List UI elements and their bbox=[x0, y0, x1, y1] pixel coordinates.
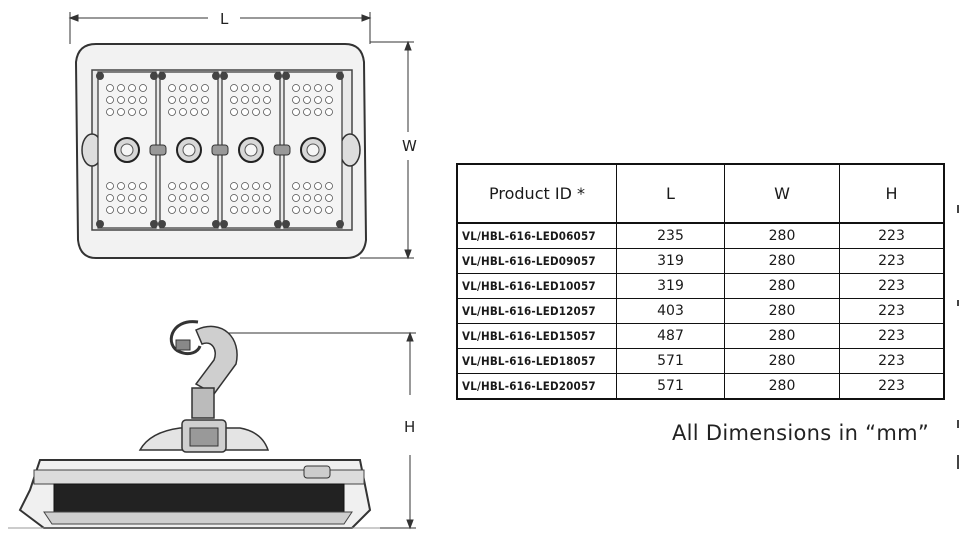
cell-w: 280 bbox=[724, 298, 840, 324]
dimension-table: Product ID * L W H VL/HBL-616-LED06057 2… bbox=[456, 163, 945, 400]
cell-w: 280 bbox=[724, 273, 840, 299]
table-row: VL/HBL-616-LED10057 319 280 223 bbox=[456, 273, 945, 299]
cell-h: 223 bbox=[839, 222, 945, 249]
cell-product-id: VL/HBL-616-LED06057 bbox=[456, 222, 617, 249]
cell-l: 235 bbox=[616, 222, 725, 249]
cell-l: 571 bbox=[616, 348, 725, 374]
cell-product-id: VL/HBL-616-LED12057 bbox=[456, 298, 617, 324]
length-dimension bbox=[68, 12, 372, 44]
cell-w: 280 bbox=[724, 248, 840, 274]
cell-w: 280 bbox=[724, 222, 840, 249]
units-note: All Dimensions in “mm” bbox=[672, 421, 930, 445]
table-row: VL/HBL-616-LED20057 571 280 223 bbox=[456, 373, 945, 400]
cell-product-id: VL/HBL-616-LED09057 bbox=[456, 248, 617, 274]
width-dimension bbox=[360, 40, 414, 260]
cell-l: 487 bbox=[616, 323, 725, 349]
cell-l: 319 bbox=[616, 248, 725, 274]
cell-w: 280 bbox=[724, 323, 840, 349]
cell-h: 223 bbox=[839, 373, 945, 400]
cell-l: 319 bbox=[616, 273, 725, 299]
table-row: VL/HBL-616-LED12057 403 280 223 bbox=[456, 298, 945, 324]
header-w: W bbox=[724, 163, 840, 224]
table-row: VL/HBL-616-LED15057 487 280 223 bbox=[456, 323, 945, 349]
table-row: VL/HBL-616-LED06057 235 280 223 bbox=[456, 222, 945, 249]
table-header-row: Product ID * L W H bbox=[456, 163, 945, 224]
height-label: H bbox=[404, 418, 415, 436]
cell-h: 223 bbox=[839, 348, 945, 374]
cell-product-id: VL/HBL-616-LED18057 bbox=[456, 348, 617, 374]
header-h: H bbox=[839, 163, 945, 224]
cell-h: 223 bbox=[839, 273, 945, 299]
header-l: L bbox=[616, 163, 725, 224]
width-label: W bbox=[402, 137, 417, 155]
edge-mark bbox=[957, 205, 959, 213]
technical-drawing: L W bbox=[8, 10, 417, 530]
edge-mark bbox=[957, 455, 959, 469]
fixture-top-view bbox=[74, 43, 368, 259]
cell-h: 223 bbox=[839, 248, 945, 274]
cell-h: 223 bbox=[839, 298, 945, 324]
table-row: VL/HBL-616-LED18057 571 280 223 bbox=[456, 348, 945, 374]
fixture-side-view bbox=[8, 320, 380, 529]
edge-mark bbox=[957, 420, 959, 428]
cell-w: 280 bbox=[724, 348, 840, 374]
cell-product-id: VL/HBL-616-LED15057 bbox=[456, 323, 617, 349]
cell-w: 280 bbox=[724, 373, 840, 400]
cell-product-id: VL/HBL-616-LED10057 bbox=[456, 273, 617, 299]
cell-h: 223 bbox=[839, 323, 945, 349]
cell-l: 403 bbox=[616, 298, 725, 324]
cell-product-id: VL/HBL-616-LED20057 bbox=[456, 373, 617, 400]
table-row: VL/HBL-616-LED09057 319 280 223 bbox=[456, 248, 945, 274]
header-product-id: Product ID * bbox=[456, 163, 617, 224]
cell-l: 571 bbox=[616, 373, 725, 400]
edge-mark bbox=[957, 300, 959, 306]
length-label: L bbox=[220, 10, 229, 28]
